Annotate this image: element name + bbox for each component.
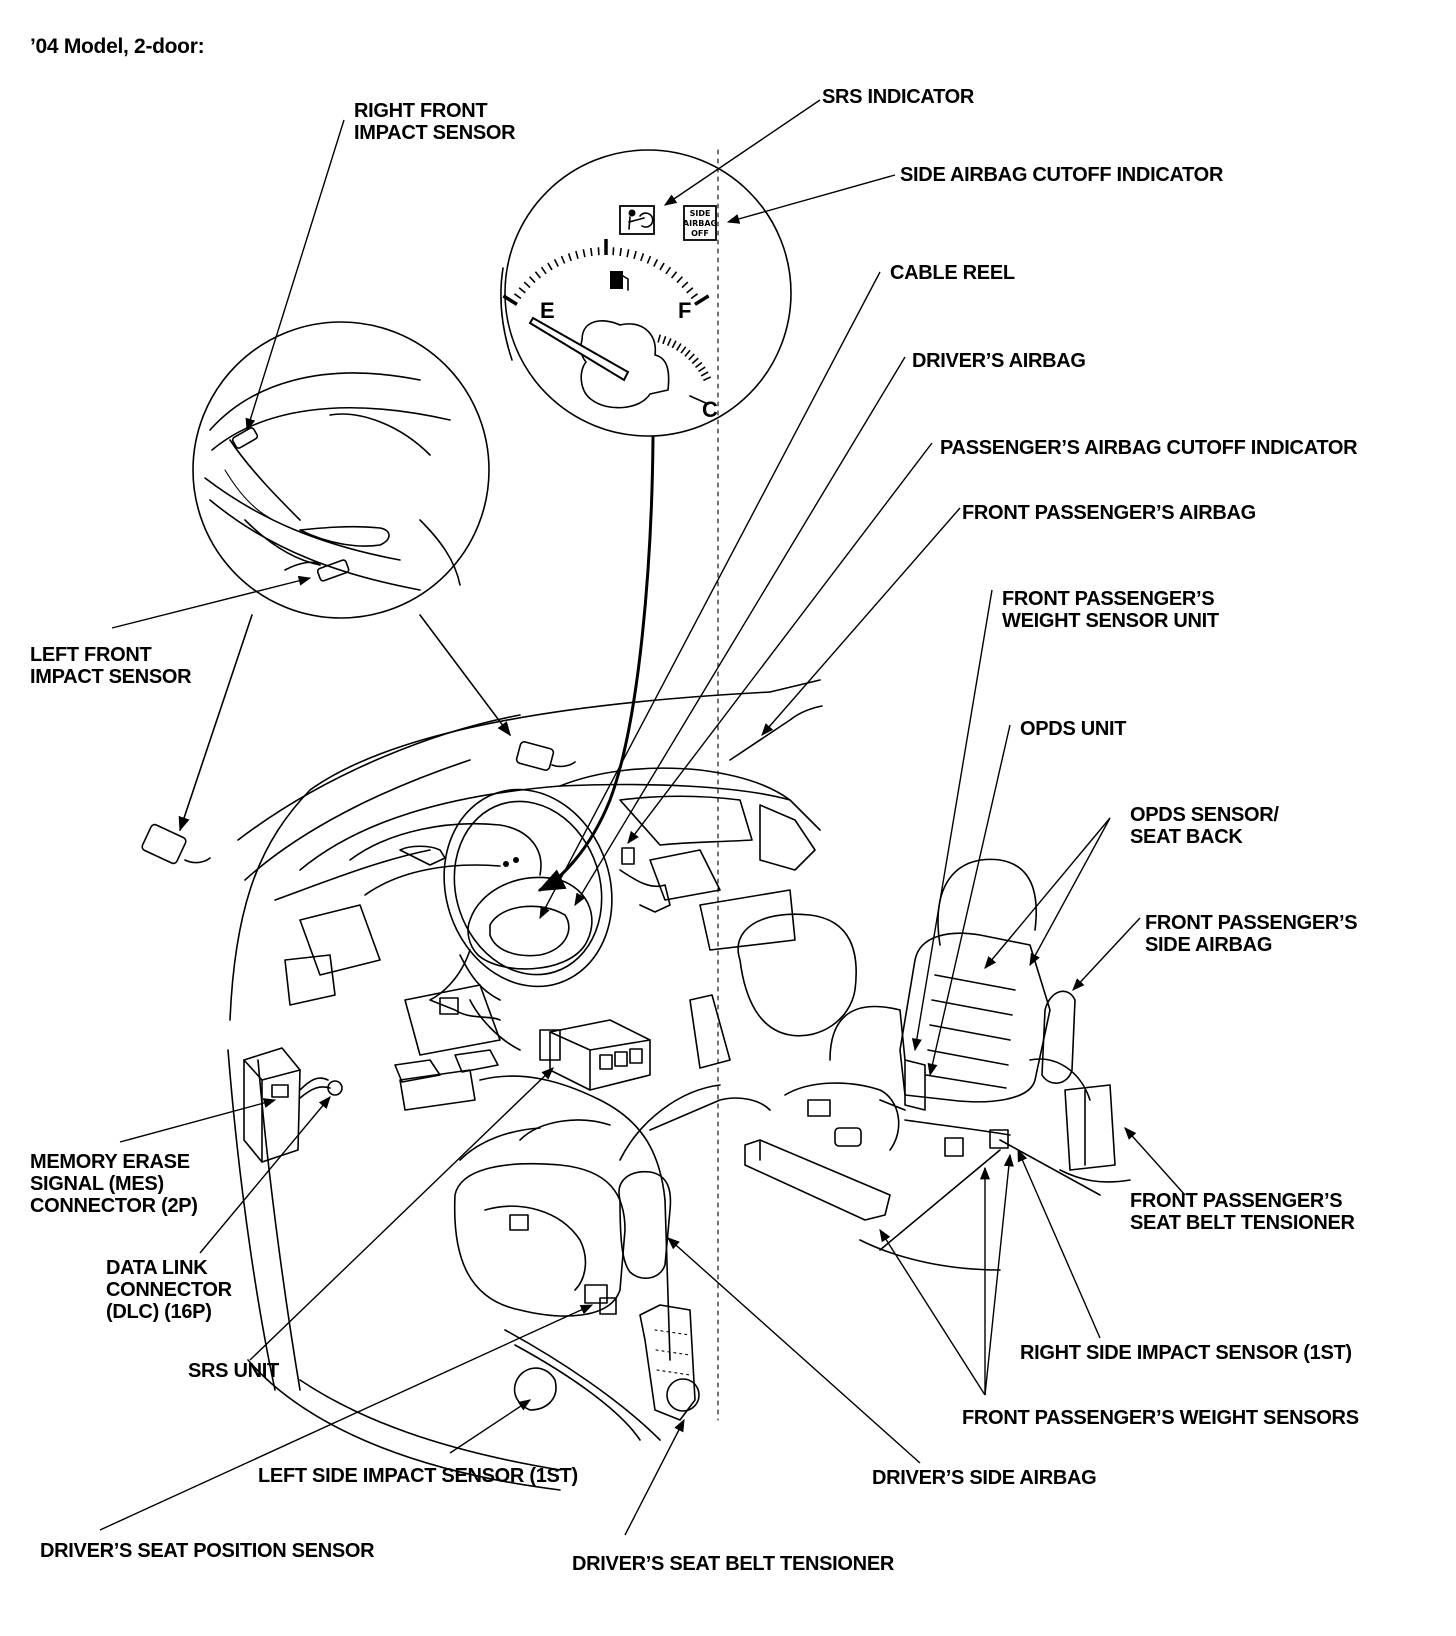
left-front-impact-sensor-part [141,823,211,865]
gauge-tick [502,294,518,306]
label-srs-unit: SRS UNIT [188,1360,279,1382]
label-passengers-airbag-cutoff-indicator: PASSENGER’S AIRBAG CUTOFF INDICATOR [940,437,1358,459]
gauge-tick [698,366,706,373]
right-front-impact-sensor-part [515,741,576,771]
side-airbag-off-icon: SIDE AIRBAG OFF [683,205,717,241]
front-bumper-closeup [192,321,490,619]
gauge-tick [540,266,547,275]
srs-unit-part [549,1019,651,1091]
gauge-tick [691,357,699,365]
gauge-f-mark: F [678,298,691,323]
gauge-e-mark: E [540,298,555,323]
gauge-tick [640,253,645,262]
gauge-tick [612,247,615,256]
gauge-tick [676,276,683,284]
fuel-pump-icon [610,271,629,291]
gauge-tick [686,287,694,294]
gauge-tick [659,262,665,271]
left-front-impact-sensor-closeup [316,559,350,582]
gauge-tick [684,349,691,357]
drivers-side-airbag-part [618,1171,672,1279]
gauge-tick [553,259,559,267]
passenger-seat-back-part [899,858,1091,1111]
gauge-needle-hub [580,320,670,409]
vehicle-cabin-illustration [227,679,1131,1491]
gauge-tick [560,255,566,264]
fuel-gauge-ticks [502,239,710,306]
airbag-warning-icon [619,205,655,235]
gauge-tick [529,276,536,284]
side-airbag-off-line2: AIRBAG [683,219,717,228]
passenger-seat-belt-tensioner-part [1059,1084,1131,1183]
gauge-tick [671,340,677,349]
label-opds-sensor-seat-back: OPDS SENSOR/SEAT BACK [1130,804,1279,848]
gauge-tick [695,361,703,369]
left-side-impact-sensor-part [513,1367,557,1411]
gauge-tick [700,371,709,377]
gauge-tick [518,287,526,294]
gauge-tick [575,250,579,260]
right-front-impact-sensor-closeup [231,427,259,449]
gauge-tick [590,247,593,257]
side-airbag-off-line1: SIDE [690,209,711,218]
gauge-tick [676,343,682,351]
gauge-tick [534,271,542,279]
gauge-tick [513,293,522,300]
temp-gauge-ticks [657,334,712,382]
gauge-tick [680,346,687,354]
label-drivers-side-airbag: DRIVER’S SIDE AIRBAG [872,1467,1097,1489]
gauge-tick [653,259,659,267]
label-front-passengers-weight-sensors: FRONT PASSENGER’S WEIGHT SENSORS [962,1407,1359,1429]
gauge-tick [523,281,531,289]
drivers-seat-belt-tensioner-part [639,1304,700,1421]
gauge-tick [633,250,637,260]
gauge-needle [528,316,630,382]
label-drivers-airbag: DRIVER’S AIRBAG [912,350,1086,372]
gauge-tick [703,376,712,382]
page-title: ’04 Model, 2-door: [30,35,205,58]
gauge-tick [694,294,710,306]
fuse-box-part [243,1047,343,1163]
gauge-closeup: SIDE AIRBAG OFF E F C [500,149,792,1421]
side-airbag-off-line3: OFF [691,229,709,238]
label-right-side-impact-sensor: RIGHT SIDE IMPACT SENSOR (1ST) [1020,1342,1352,1364]
gauge-c-mark: C [702,397,718,422]
gauge-tick [657,334,661,343]
gauge-tick [681,281,689,289]
gauge-tick [597,247,600,256]
gauge-tick [582,249,586,258]
label-left-side-impact-sensor: LEFT SIDE IMPACT SENSOR (1ST) [258,1465,578,1487]
label-front-passengers-airbag: FRONT PASSENGER’S AIRBAG [962,502,1256,524]
gauge-tick [547,262,553,271]
gauge-tick [670,271,678,279]
label-side-airbag-cutoff-indicator: SIDE AIRBAG CUTOFF INDICATOR [900,164,1224,186]
gauge-tick [662,336,667,345]
passenger-weight-sensor-rail-part [744,1139,891,1221]
gauge-tick [688,353,695,361]
label-opds-unit: OPDS UNIT [1020,718,1127,740]
label-cable-reel: CABLE REEL [890,262,1015,284]
gauge-tick [567,253,572,262]
gauge-tick [626,249,630,258]
gauge-tick [619,247,622,257]
label-drivers-seat-position-sensor: DRIVER’S SEAT POSITION SENSOR [40,1540,375,1562]
gauge-tick [665,266,672,275]
label-drivers-seat-belt-tensioner: DRIVER’S SEAT BELT TENSIONER [572,1553,895,1575]
leader-lines [99,99,1186,1536]
label-srs-indicator: SRS INDICATOR [822,86,975,108]
gauge-tick [646,255,652,264]
gauge-tick [666,338,672,347]
gauge-tick [690,293,699,300]
